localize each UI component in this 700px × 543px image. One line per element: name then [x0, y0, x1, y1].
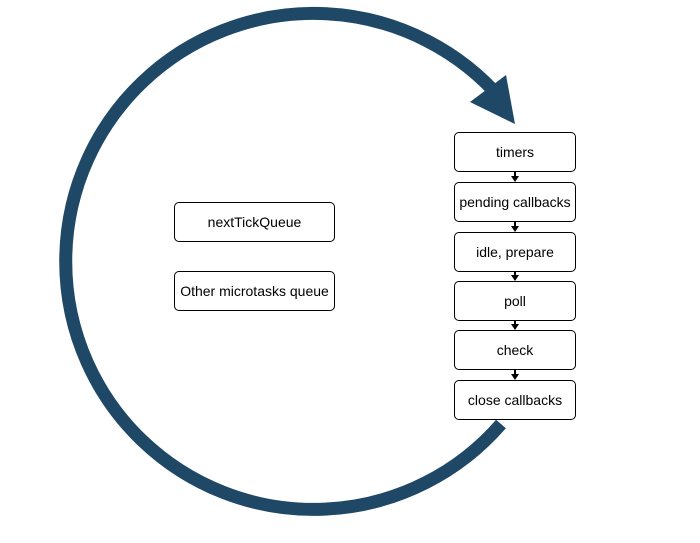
phase-pending-callbacks-label: pending callbacks: [459, 194, 571, 210]
connector-idle-to-poll: [514, 272, 516, 276]
phase-check-box: check: [454, 330, 576, 370]
loop-arc: [59, 6, 507, 516]
phase-timers-label: timers: [495, 144, 535, 160]
connector-poll-to-check: [514, 321, 516, 325]
connector-arrowhead: [511, 226, 519, 232]
phase-close-callbacks-box: close callbacks: [454, 380, 576, 420]
phase-check-label: check: [496, 342, 534, 358]
connector-arrowhead: [511, 275, 519, 281]
phase-close-callbacks-label: close callbacks: [467, 392, 563, 408]
phase-pending-callbacks-box: pending callbacks: [454, 182, 576, 222]
phase-idle-prepare-box: idle, prepare: [454, 232, 576, 272]
next-tick-queue-box: nextTickQueue: [174, 202, 335, 242]
connector-timers-to-pending: [514, 172, 516, 177]
phase-poll-label: poll: [504, 293, 526, 309]
phase-poll-box: poll: [454, 281, 576, 321]
connector-arrowhead: [511, 324, 519, 330]
phase-timers-box: timers: [454, 132, 576, 172]
next-tick-queue-label: nextTickQueue: [207, 214, 302, 230]
loop-arrowhead: [470, 75, 515, 124]
phase-idle-prepare-label: idle, prepare: [476, 244, 554, 260]
connector-check-to-close: [514, 370, 516, 375]
other-microtasks-queue-box: Other microtasks queue: [174, 271, 335, 311]
other-microtasks-queue-label: Other microtasks queue: [180, 283, 329, 299]
connector-arrowhead: [511, 176, 519, 182]
connector-pending-to-idle: [514, 222, 516, 227]
connector-arrowhead: [511, 374, 519, 380]
